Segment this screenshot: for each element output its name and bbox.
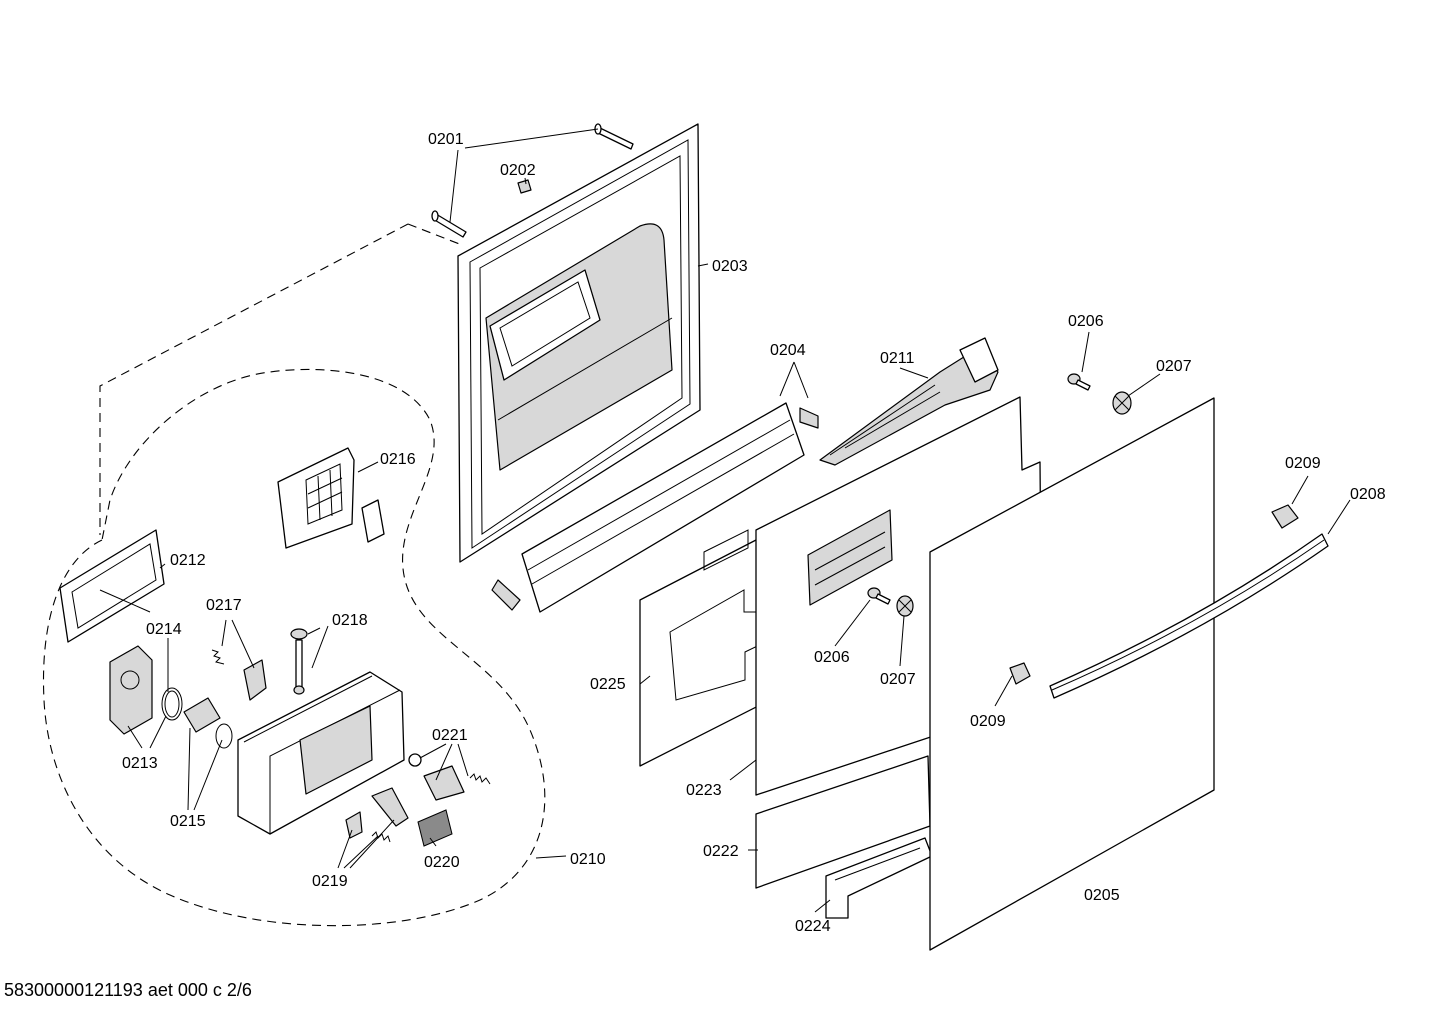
label-0205: 0205	[1084, 887, 1120, 904]
label-0201: 0201	[428, 131, 464, 148]
dispenser-unit	[237, 671, 405, 835]
label-0208: 0208	[1350, 486, 1386, 503]
label-0206-lower: 0206	[814, 649, 850, 666]
label-0202: 0202	[500, 162, 536, 179]
valve-0218	[290, 628, 308, 695]
dashed-detail-outline-0210	[42, 368, 546, 927]
lever-0219	[345, 787, 409, 843]
screw-0206-upper	[1067, 373, 1091, 391]
label-0206-upper: 0206	[1068, 313, 1104, 330]
label-0221: 0221	[432, 727, 468, 744]
label-0207-upper: 0207	[1156, 358, 1192, 375]
front-panel-0205	[929, 397, 1215, 951]
holder-0213	[109, 645, 153, 735]
label-0223: 0223	[686, 782, 722, 799]
label-0211: 0211	[880, 350, 915, 367]
label-0219: 0219	[312, 873, 348, 890]
ring-0214	[161, 687, 183, 721]
clip-0202	[517, 179, 532, 194]
part-labels: 0201 0202 0203 0204 0211 0206 0207 0209 …	[122, 131, 1386, 935]
insulation-panel-0225	[639, 529, 771, 767]
switch-0220	[417, 809, 453, 847]
screw-0201-left	[431, 210, 467, 238]
label-0204: 0204	[770, 342, 806, 359]
label-0209-left: 0209	[970, 713, 1006, 730]
label-0218: 0218	[332, 612, 368, 629]
label-0220: 0220	[424, 854, 460, 871]
handle-bar-0208	[1049, 533, 1329, 699]
label-0215: 0215	[170, 813, 206, 830]
label-0225: 0225	[590, 676, 626, 693]
end-cap-0209-left	[1009, 662, 1031, 685]
clip-0207-upper	[1112, 391, 1132, 415]
label-0214: 0214	[146, 621, 182, 638]
leader-lines	[99, 128, 1351, 913]
drawing-reference-code: 58300000121193 aet 000 c 2/6	[4, 980, 252, 1000]
label-0216: 0216	[380, 451, 416, 468]
inner-door-0203	[457, 123, 701, 563]
label-0210: 0210	[570, 851, 606, 868]
label-0212: 0212	[170, 552, 206, 569]
hinge-0211	[819, 337, 999, 466]
label-0213: 0213	[122, 755, 158, 772]
trim-strip-0204	[491, 402, 819, 613]
label-0222: 0222	[703, 843, 739, 860]
nozzle-0215	[183, 697, 233, 749]
screw-0201-top	[594, 123, 634, 150]
dashed-projection-line	[99, 223, 463, 535]
label-0203: 0203	[712, 258, 748, 275]
label-0209-right: 0209	[1285, 455, 1321, 472]
bracket-0224	[825, 837, 933, 919]
seal-0212	[59, 529, 165, 643]
spring-0217	[211, 649, 267, 701]
screw-0206-lower	[867, 587, 891, 605]
vent-0216	[277, 447, 385, 549]
label-0217: 0217	[206, 597, 242, 614]
clip-0207-lower	[896, 595, 914, 617]
label-0224: 0224	[795, 918, 831, 935]
end-cap-0209-right	[1271, 504, 1299, 529]
part-0221	[408, 753, 491, 801]
label-0207-lower: 0207	[880, 671, 916, 688]
